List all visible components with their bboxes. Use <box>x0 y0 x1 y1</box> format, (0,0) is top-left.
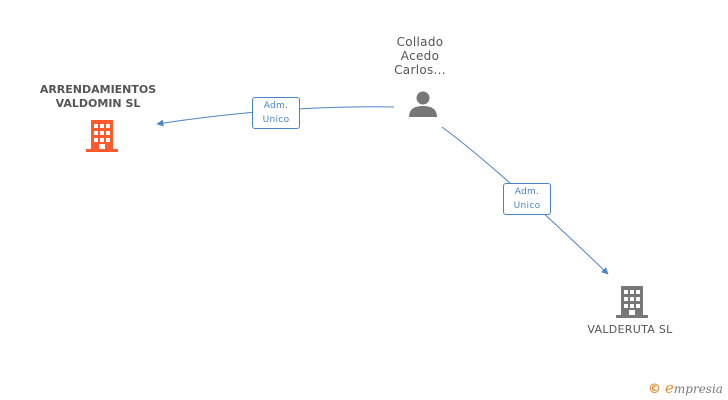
building-icon-arrendamientos[interactable] <box>86 120 118 152</box>
person-name-line: Acedo <box>400 49 440 63</box>
company-name-arrendamientos[interactable]: ARRENDAMIENTOS VALDOMIN SL <box>20 83 176 111</box>
person-name-line: Carlos... <box>394 63 446 77</box>
edge-label-role: Adm. Unico <box>503 183 551 215</box>
person-name[interactable]: Collado Acedo Carlos... <box>370 35 470 77</box>
edge-label-line: Adm. <box>263 101 289 111</box>
person-name-line: Collado <box>396 35 444 49</box>
edge-label-role: Adm. Unico <box>252 97 300 129</box>
company-name-line: VALDOMIN SL <box>55 97 141 110</box>
edge-label-line: Adm. <box>514 187 540 197</box>
edge-label-line: Unico <box>262 115 290 125</box>
edge-label-line: Unico <box>513 201 541 211</box>
building-icon-valderuta[interactable] <box>616 286 648 318</box>
company-name-valderuta[interactable]: VALDERUTA SL <box>587 323 673 336</box>
logo-text: mpresia <box>673 382 723 396</box>
logo-initial: e <box>665 379 674 397</box>
empresia-logo: © empresia <box>648 379 723 397</box>
copyright-icon: © <box>648 382 661 397</box>
person-icon[interactable] <box>409 91 437 118</box>
company-name-line: ARRENDAMIENTOS <box>39 83 157 96</box>
